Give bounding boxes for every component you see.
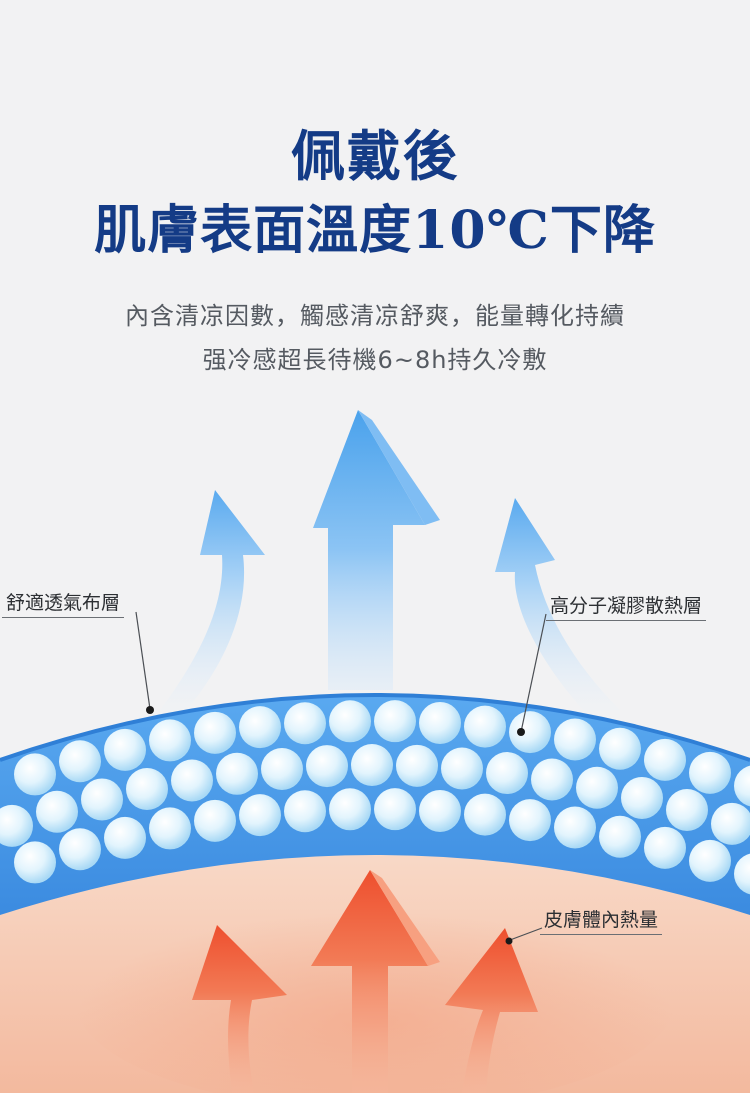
- gel-bubble: [306, 745, 348, 788]
- gel-bubble: [149, 807, 191, 850]
- gel-bubble: [284, 790, 326, 833]
- gel-bubble: [576, 766, 618, 809]
- description-line-1: 內含清凉因數，觸感清凉舒爽，能量轉化持續: [125, 302, 625, 330]
- gel-bubble: [261, 747, 303, 790]
- gel-bubble: [104, 816, 146, 859]
- gel-bubble: [329, 700, 371, 743]
- gel-bubble: [374, 788, 416, 831]
- gel-bubble: [599, 727, 641, 770]
- gel-bubble: [554, 718, 596, 761]
- gel-bubble: [599, 815, 641, 858]
- gel-bubble: [59, 740, 101, 783]
- gel-bubble: [126, 768, 168, 811]
- gel-bubble: [441, 747, 483, 790]
- gel-bubble: [644, 826, 686, 869]
- gel-bubble: [509, 711, 551, 754]
- label-polymer-gel-layer: 高分子凝膠散熱層: [546, 591, 707, 621]
- gel-bubble: [419, 701, 461, 744]
- gel-bubble: [464, 793, 506, 836]
- gel-bubble: [419, 789, 461, 832]
- gel-bubble: [464, 705, 506, 748]
- warm-arrow-left: [192, 925, 287, 1093]
- gel-bubble: [396, 744, 438, 787]
- gel-bubble: [666, 788, 708, 831]
- gel-bubble: [644, 738, 686, 781]
- callout-dot-fabric: [146, 706, 154, 714]
- gel-bubble: [194, 799, 236, 842]
- gel-bubble: [81, 778, 123, 821]
- gel-bubble: [284, 702, 326, 745]
- gel-bubble: [351, 744, 393, 787]
- gel-bubble: [14, 753, 56, 796]
- gel-bubble: [171, 759, 213, 802]
- gel-bubble: [14, 841, 56, 884]
- gel-bubble: [239, 794, 281, 837]
- gel-bubble: [104, 728, 146, 771]
- gel-bubble: [194, 711, 236, 754]
- gel-bubble: [689, 751, 731, 794]
- gel-bubble: [486, 752, 528, 795]
- gel-bubble: [36, 790, 78, 833]
- cool-arrow-center: [313, 410, 425, 690]
- cool-arrow-left: [160, 490, 265, 712]
- gel-bubbles: [0, 700, 750, 895]
- gel-bubble: [374, 700, 416, 743]
- warm-arrow-center: [311, 870, 428, 1093]
- label-fabric-layer: 舒適透氣布層: [2, 588, 125, 618]
- gel-bubble: [239, 706, 281, 749]
- description-line-2: 强冷感超長待機6~8h持久冷敷: [202, 346, 548, 374]
- label-skin-heat: 皮膚體內熱量: [540, 905, 663, 935]
- gel-bubble: [554, 806, 596, 849]
- fabric-layer-edge: [0, 693, 750, 762]
- gel-bubble: [149, 719, 191, 762]
- headline-primary: 佩戴後: [291, 124, 459, 188]
- gel-bubble: [509, 799, 551, 842]
- gel-bubble: [734, 765, 750, 807]
- warm-arrow-right: [445, 928, 538, 1093]
- headline-secondary: 肌膚表面溫度10℃下降: [94, 200, 656, 261]
- leader-lines: [135, 611, 547, 941]
- callout-dot-skin: [505, 937, 513, 945]
- gel-bubble: [216, 752, 258, 795]
- gel-bubble: [621, 776, 663, 819]
- callout-dot-polymer: [517, 728, 525, 736]
- gel-bubble: [689, 839, 731, 882]
- gel-bubble: [0, 804, 33, 847]
- cool-arrows: [160, 410, 620, 712]
- gel-bubble: [59, 828, 101, 871]
- gel-bubble: [711, 802, 750, 845]
- warm-arrows: [192, 870, 538, 1093]
- cool-arrow-right: [495, 498, 620, 712]
- gel-bubble: [329, 788, 371, 831]
- gel-bubble: [531, 758, 573, 801]
- gel-bubble: [734, 853, 750, 895]
